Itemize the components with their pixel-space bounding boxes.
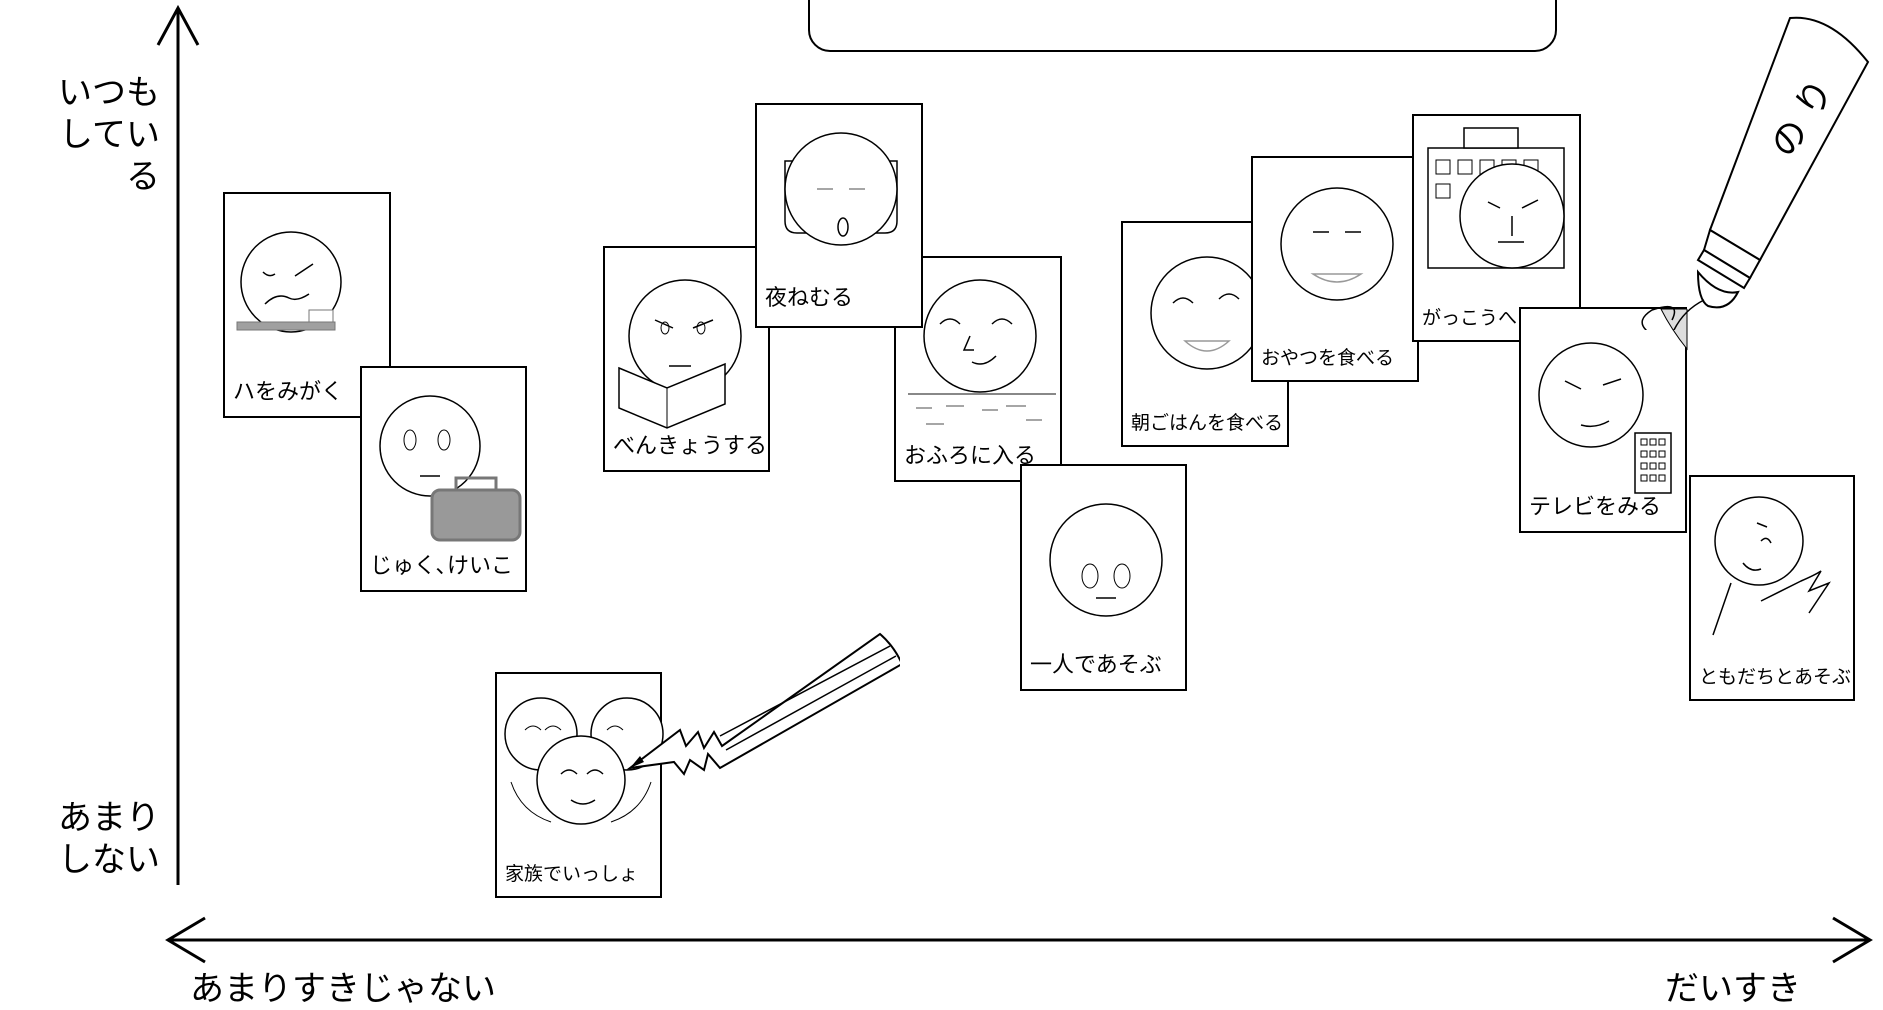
card-tv: テレビをみる [1519, 307, 1688, 533]
card-label: じゅく､けいこ [370, 554, 514, 579]
studying-book-face-icon [618, 279, 742, 429]
card-school: がっこうへいく [1412, 114, 1581, 342]
card-snack: おやつを食べる [1251, 156, 1419, 382]
family-faces-icon [504, 697, 664, 825]
card-brushing-teeth: ハをみがく [223, 192, 391, 418]
card-label: 家族でいっしょ [505, 863, 639, 885]
pencil-icon [626, 632, 900, 776]
card-sleeping: 夜ねむる [755, 103, 923, 328]
brushing-teeth-face-icon [236, 231, 342, 333]
card-family: 家族でいっしょ [495, 672, 664, 898]
card-label: ともだちとあそぶ [1699, 666, 1852, 688]
title-box [808, 0, 1557, 52]
tv-face-icon [1538, 309, 1688, 494]
y-axis-top-label: いつも している [58, 73, 160, 197]
card-label: テレビをみる [1529, 495, 1662, 520]
y-axis-bottom-label: あまり しない [58, 798, 160, 880]
card-cram-school: じゅく､けいこ [360, 366, 527, 592]
playing-alone-face-icon [1049, 503, 1163, 617]
bath-face-icon [908, 279, 1056, 425]
x-axis-right-label: だいすき [1665, 969, 1801, 1009]
card-studying: べんきょうする [603, 246, 770, 472]
glue-tube-icon: の り [1641, 16, 1870, 330]
school-face-icon [1427, 127, 1565, 269]
card-label: ハをみがく [233, 380, 344, 405]
friends-face-icon [1712, 496, 1831, 636]
card-label: べんきょうする [613, 434, 768, 459]
card-playing-alone: 一人であそぶ [1020, 464, 1187, 691]
card-label: おやつを食べる [1261, 347, 1395, 369]
cram-school-bag-face-icon [379, 395, 522, 542]
breakfast-face-icon [1150, 256, 1264, 370]
card-label: おふろに入る [904, 444, 1037, 469]
card-friends: ともだちとあそぶ [1689, 475, 1855, 701]
x-axis-left-label: あまりすきじゃない [190, 969, 496, 1009]
snack-face-icon [1280, 187, 1394, 301]
card-label: 一人であそぶ [1030, 653, 1162, 678]
sleeping-face-icon [784, 132, 898, 246]
card-label: 夜ねむる [765, 286, 854, 311]
card-label: 朝ごはんを食べる [1131, 412, 1284, 434]
